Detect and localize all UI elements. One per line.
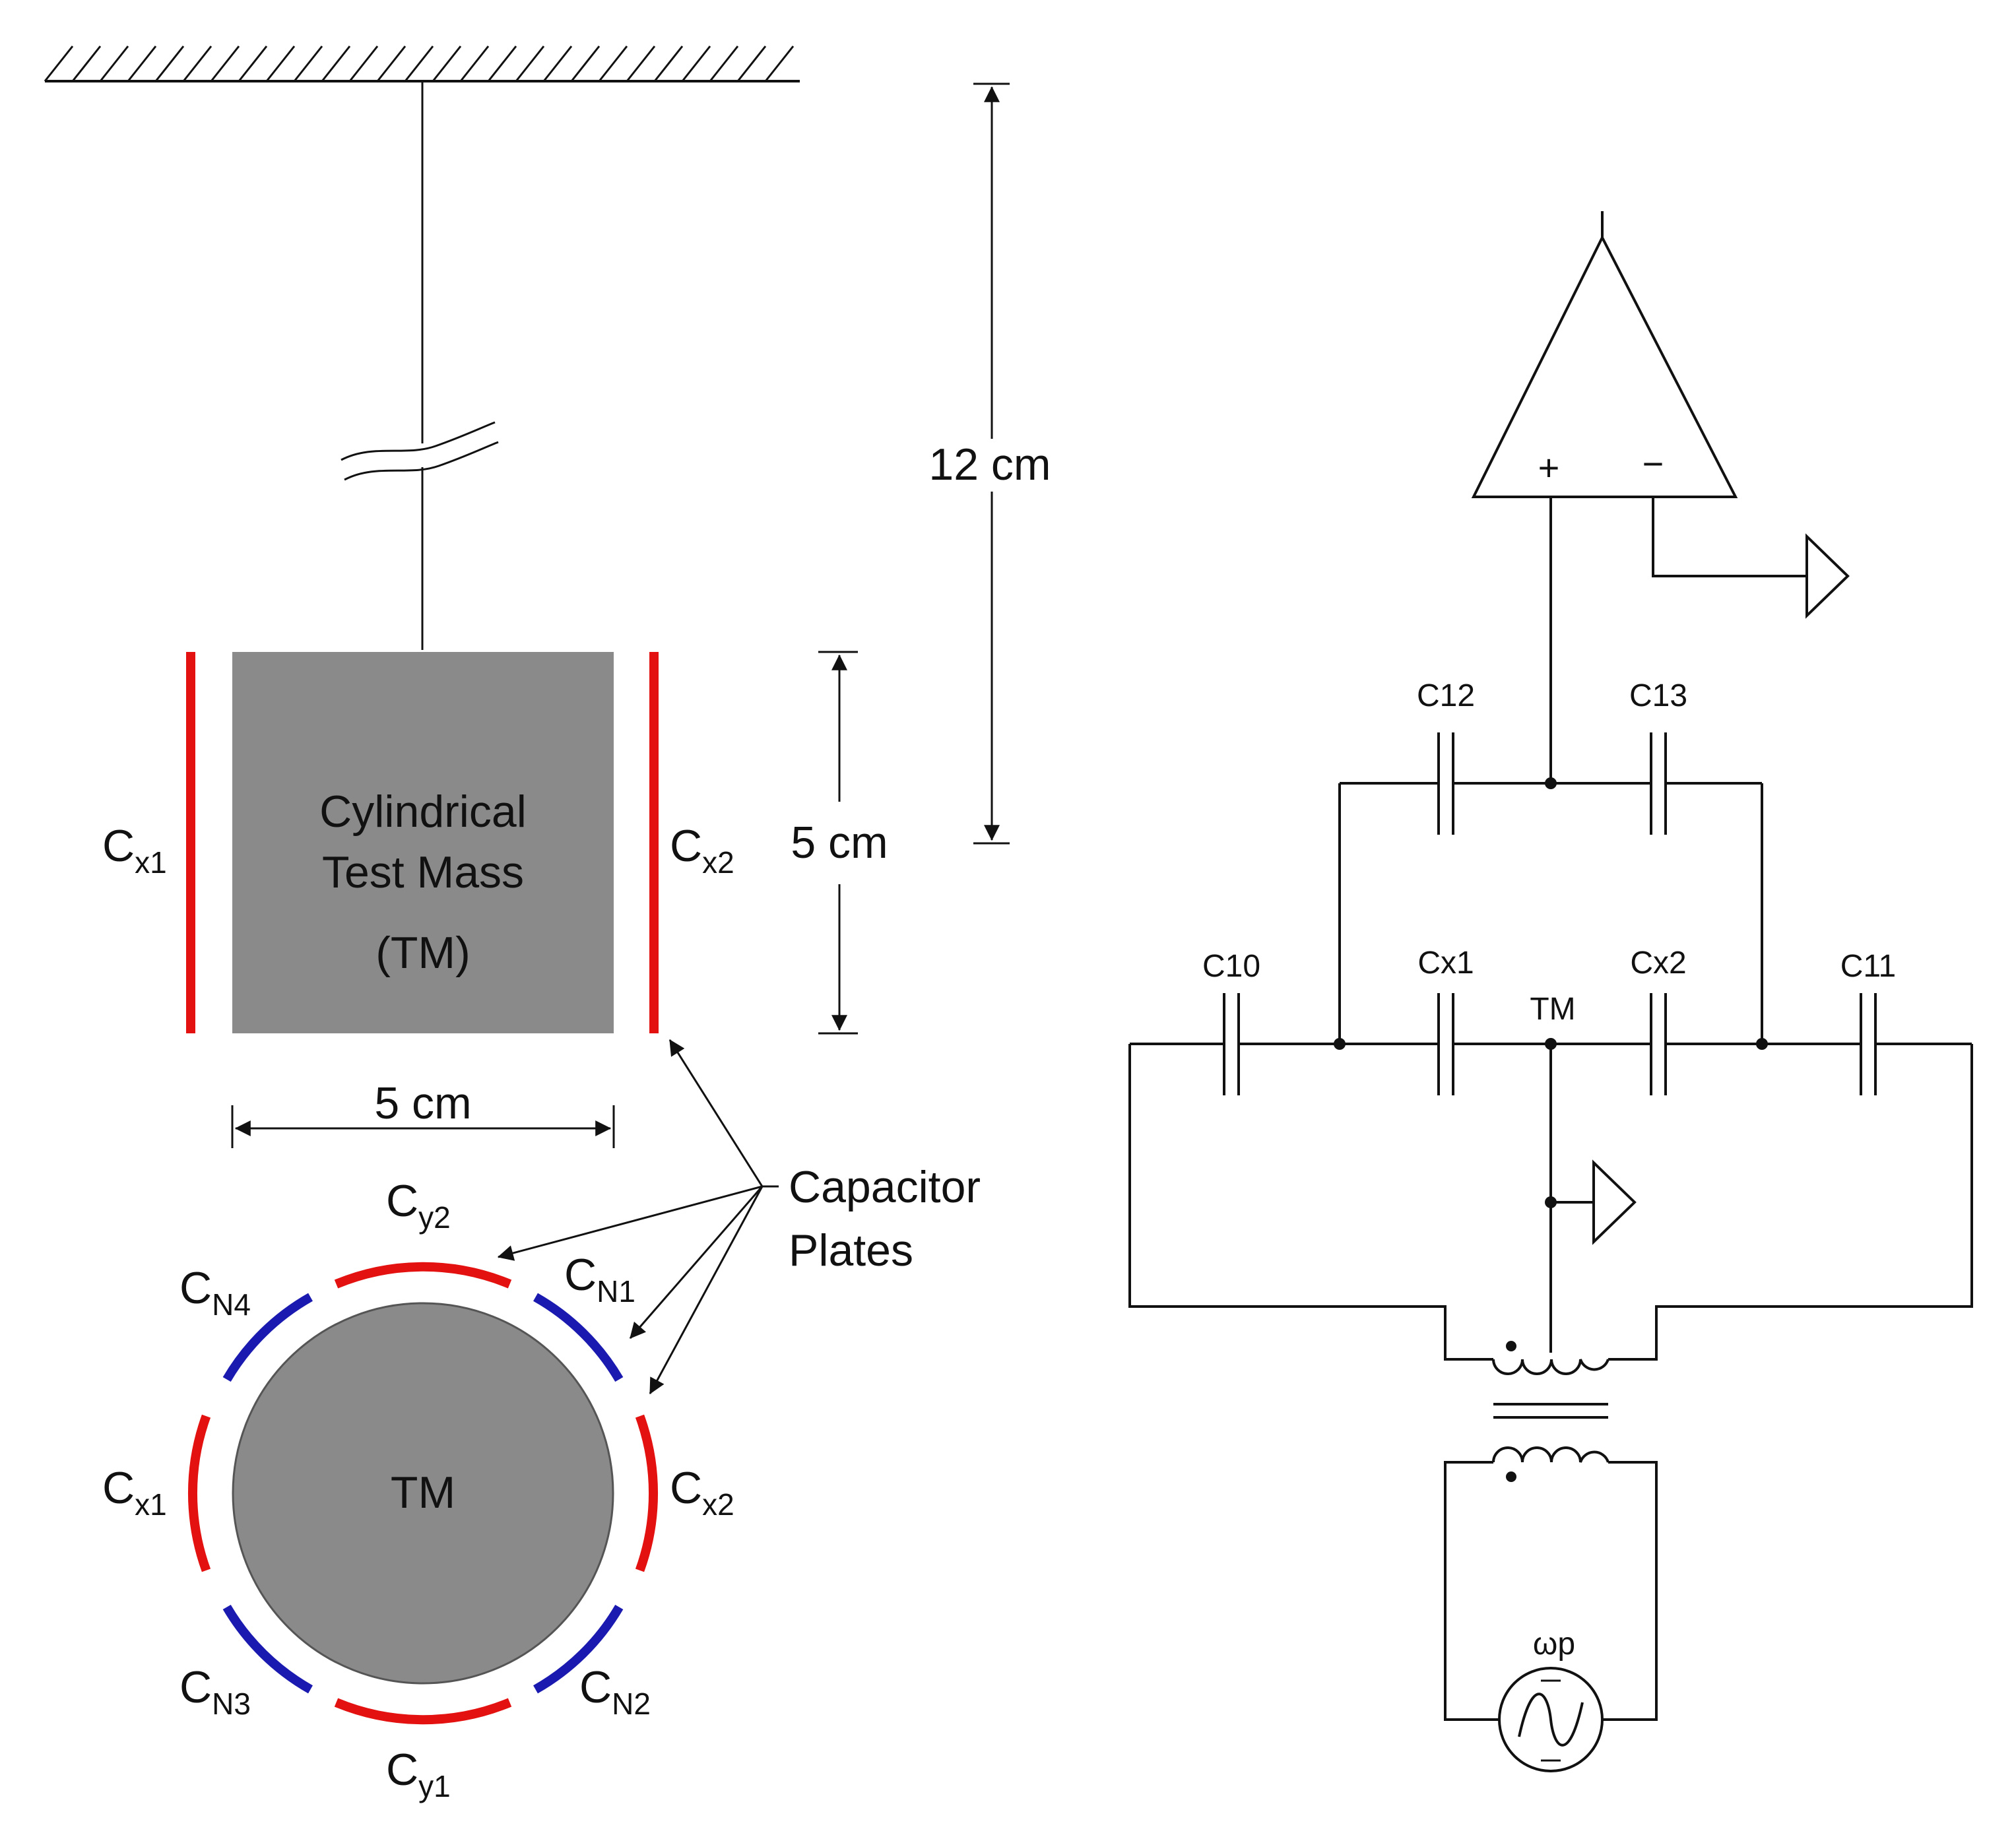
label-cx2: Cx2 <box>670 1463 734 1522</box>
node-top-center <box>1545 777 1557 789</box>
label-tm-circuit: TM <box>1530 992 1575 1027</box>
mass-label-line3: (TM) <box>375 928 470 978</box>
mass-label-line1: Cylindrical <box>319 787 527 837</box>
ground-symbol-opamp <box>1805 533 1850 619</box>
transformer <box>1492 1341 1610 1482</box>
dimension-mass-width-label: 5 cm <box>374 1078 471 1128</box>
callout-line1: Capacitor <box>789 1162 981 1212</box>
label-cx1: Cx1 <box>102 1463 167 1522</box>
opamp-plus: + <box>1538 447 1560 488</box>
side-label-cx2: Cx2 <box>670 821 734 880</box>
ceiling-hatch <box>44 46 800 82</box>
capacitor-c12 <box>1437 732 1454 835</box>
callout-line2: Plates <box>789 1225 913 1276</box>
plate-cn3-arc <box>222 1604 313 1694</box>
node-right-junction <box>1756 1038 1768 1050</box>
ac-source <box>1498 1667 1604 1772</box>
readout-circuit: + − <box>1128 211 1973 1772</box>
label-c12: C12 <box>1417 678 1475 713</box>
label-c10: C10 <box>1202 949 1260 984</box>
label-cy2: Cy2 <box>386 1176 451 1235</box>
side-plate-cx1 <box>186 652 195 1033</box>
plate-cx2-arc <box>635 1414 659 1572</box>
label-cy1: Cy1 <box>386 1745 451 1803</box>
mechanical-side-view: Cylindrical Test Mass (TM) Cx1 Cx2 12 cm… <box>44 46 1051 1148</box>
label-cn4: CN4 <box>179 1263 251 1322</box>
capacitor-cx2 <box>1650 993 1667 1095</box>
label-source: ωp <box>1533 1627 1575 1662</box>
plate-cy2-arc <box>334 1262 512 1289</box>
opamp-symbol <box>1471 211 1738 498</box>
label-c13: C13 <box>1629 678 1687 713</box>
label-cn3: CN3 <box>179 1662 251 1721</box>
test-mass-body <box>232 652 614 1033</box>
mass-label-line2: Test Mass <box>322 847 524 897</box>
dimension-mass-width <box>231 1105 615 1148</box>
label-cx2-circuit: Cx2 <box>1630 946 1686 981</box>
plate-cx1-arc <box>187 1414 211 1572</box>
plate-cn4-arc <box>222 1293 313 1382</box>
plate-cn2-arc <box>533 1604 624 1694</box>
dimension-12cm-label: 12 cm <box>928 439 1051 490</box>
top-view: TM Cy2 CN1 CN4 Cx1 Cx2 CN3 CN2 Cy1 <box>102 1176 734 1803</box>
capacitor-c10 <box>1223 993 1240 1095</box>
suspension-wire <box>341 81 499 650</box>
plate-cn1-arc <box>533 1293 624 1382</box>
ground-symbol-tm <box>1592 1159 1637 1245</box>
dimension-mass-height <box>818 651 858 1035</box>
node-left-junction <box>1334 1038 1346 1050</box>
capacitor-c11 <box>1860 993 1877 1095</box>
label-cn1: CN1 <box>564 1250 635 1308</box>
capacitor-cx1 <box>1437 993 1454 1095</box>
opamp-minus: − <box>1642 443 1664 484</box>
dimension-mass-height-label: 5 cm <box>791 818 888 868</box>
plate-cy1-arc <box>334 1698 512 1725</box>
side-label-cx1: Cx1 <box>102 821 167 880</box>
capacitor-plates-callout <box>497 1039 779 1395</box>
dimension-12cm <box>973 82 1010 845</box>
label-cn2: CN2 <box>579 1662 651 1721</box>
label-cx1-circuit: Cx1 <box>1417 946 1474 981</box>
side-plate-cx2 <box>649 652 659 1033</box>
top-view-mass <box>232 1302 614 1685</box>
capacitor-c13 <box>1650 732 1667 835</box>
top-view-mass-label: TM <box>391 1468 455 1518</box>
label-c11: C11 <box>1840 949 1897 984</box>
